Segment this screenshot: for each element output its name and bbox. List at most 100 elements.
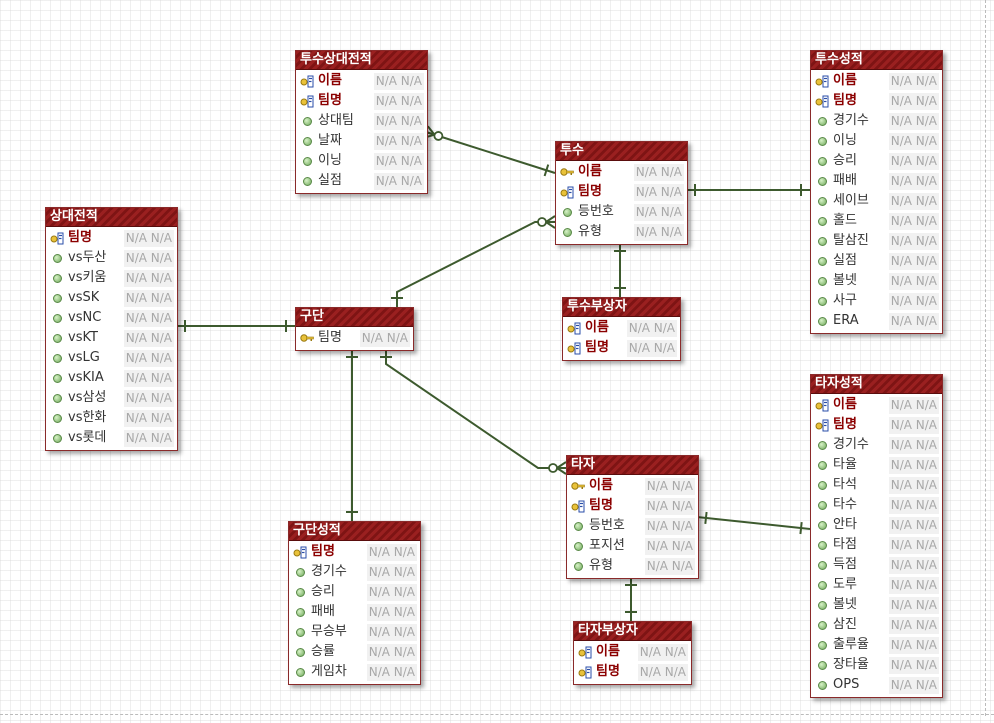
entity-title[interactable]: 투수상대전적 [296,51,427,70]
attribute-dot-icon [293,625,307,639]
entity-title[interactable]: 투수부상자 [563,298,680,317]
entity-title[interactable]: 상대전적 [46,208,177,227]
attribute-datatype: N/A N/A [644,537,695,555]
entity-title[interactable]: 타자 [567,456,698,475]
attribute-datatype: N/A N/A [888,496,939,514]
entity-title[interactable]: 투수성적 [811,51,942,70]
attribute-dot-icon [815,174,829,188]
attribute-name: 승리 [311,584,335,599]
entity-title[interactable]: 타자성적 [811,375,942,394]
attribute-datatype: N/A N/A [373,72,424,90]
entity-title[interactable]: 투수 [556,142,687,161]
attribute-datatype: N/A N/A [888,616,939,634]
attribute-name: 팀명 [589,498,613,513]
entity-title[interactable]: 구단 [296,308,413,327]
attribute-dot-icon [50,291,64,305]
attribute-datatype: N/A N/A [888,292,939,310]
entity-title[interactable]: 구단성적 [289,522,420,541]
attribute-dot-icon [293,565,307,579]
attribute-datatype: N/A N/A [373,132,424,150]
attribute-name: vs키움 [68,270,107,285]
entity-title[interactable]: 타자부상자 [574,622,691,641]
